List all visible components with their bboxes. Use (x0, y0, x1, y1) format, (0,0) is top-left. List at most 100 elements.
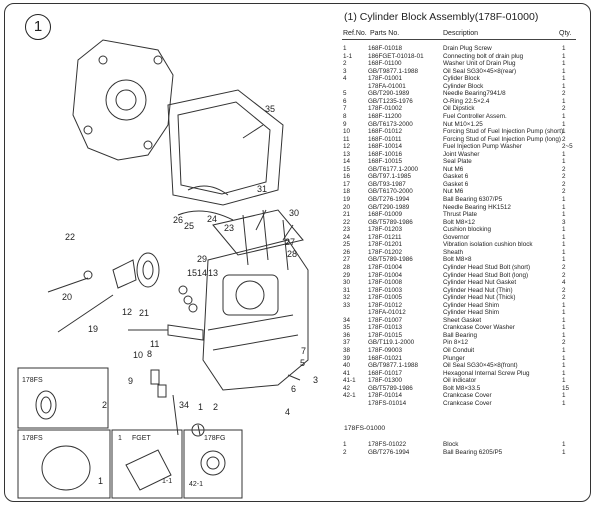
cell-part-no: 168F-01100 (368, 60, 402, 68)
cell-ref-no: 35 (343, 324, 351, 332)
cell-ref-no: 15 (343, 165, 351, 173)
cell-part-no: 168F-01009 (368, 211, 402, 219)
cell-part-no: 178FS-01014 (368, 399, 407, 407)
crankcase-cover-part (72, 39, 174, 161)
cell-ref-no: 18 (343, 188, 351, 196)
callout-13: 13 (208, 268, 218, 278)
cell-ref-no: 23 (343, 226, 351, 234)
cell-description: Fuel Injection Pump Washer (443, 143, 522, 151)
cell-description: Ball Bearing 6205/P5 (443, 449, 503, 456)
cell-part-no: 178F-01015 (368, 331, 402, 339)
cell-part-no: 178FS-01022 (368, 441, 407, 448)
cell-description: Connecting bolt of drain plug (443, 52, 524, 60)
cell-description: Nut M6 (443, 165, 464, 173)
cell-ref-no: 20 (343, 203, 351, 211)
inset-fget (111, 429, 183, 499)
cell-ref-no: 6 (343, 97, 347, 105)
cell-ref-no: 41-1 (343, 377, 356, 385)
callout-10: 10 (133, 350, 143, 360)
cell-ref-no: 40 (343, 362, 351, 370)
callout-7: 7 (301, 346, 306, 356)
cell-ref-no: 9 (343, 120, 347, 128)
cell-description: Gasket 6 (443, 180, 469, 188)
cell-part-no: 178F-01201 (368, 241, 402, 249)
cell-ref-no: 38 (343, 347, 351, 354)
cell-description: Needle Bearing7941/8 (443, 90, 506, 98)
cell-ref-no: 13 (343, 150, 351, 158)
cell-qty: 1 (562, 301, 566, 309)
cell-ref-no: 8 (343, 112, 347, 120)
cell-qty: 1 (562, 441, 566, 448)
callout-23: 23 (224, 223, 234, 233)
cell-part-no: GB/T93-1987 (368, 180, 406, 188)
callout-4: 4 (285, 407, 290, 417)
cell-description: Fuel Controller Assem. (443, 112, 507, 120)
cell-ref-no: 22 (343, 218, 351, 226)
callout-31: 31 (257, 184, 267, 194)
cell-part-no: 178FA-01001 (368, 82, 406, 90)
callout-5: 5 (300, 358, 305, 368)
cell-description: Oil Dipstick (443, 105, 475, 113)
cell-ref-no: 16 (343, 173, 351, 181)
callout-29: 29 (197, 254, 207, 264)
cell-ref-no: 1-1 (343, 52, 353, 60)
cell-qty: 1 (562, 45, 566, 52)
cell-description: O-Ring 22.5×2.4 (443, 97, 490, 105)
cell-qty: 1 (562, 75, 566, 83)
callout-9: 9 (128, 376, 133, 386)
cell-qty: 1 (562, 52, 566, 60)
cell-qty: 1 (562, 392, 566, 400)
cell-part-no: 168F-01018 (368, 45, 402, 52)
cell-description: Sheath (443, 248, 463, 256)
cell-part-no: GB/T276-1994 (368, 449, 410, 456)
cell-description: Ball Bearing 6307/P5 (443, 196, 503, 203)
cell-description: Thrust Plate (443, 211, 477, 219)
cell-ref-no: 32 (343, 294, 351, 302)
inset-label-fget: FGET (132, 435, 151, 442)
cell-description: Bolt M8×8 (443, 256, 472, 264)
cell-part-no: GB/T5789-1986 (368, 384, 413, 392)
cell-qty: 2 (562, 271, 566, 279)
cell-part-no: 178F-01013 (368, 324, 402, 332)
cell-qty: 1 (562, 316, 566, 324)
cell-description: Bolt M8×12 (443, 218, 476, 226)
callout-2: 2 (213, 402, 218, 412)
cell-ref-no: 11 (343, 135, 350, 143)
cell-description: Forcing Stud of Fuel Injection Pump (sho… (443, 128, 564, 136)
cell-description: Cushion blocking (443, 226, 491, 234)
cell-part-no: 178F-01300 (368, 377, 402, 385)
cell-ref-no: 37 (343, 339, 351, 347)
cell-part-no: GB/T5789-1986 (368, 256, 413, 264)
cell-part-no: 178F-01003 (368, 286, 402, 294)
cell-part-no: 168F-10016 (368, 150, 402, 158)
cell-description: Ball Bearing (443, 331, 477, 339)
cell-description: Cylinder Head Stud Bolt (long) (443, 271, 529, 279)
inset-label-178fg: 178FG (204, 435, 225, 442)
cell-part-no: GB/T290-1989 (368, 90, 410, 98)
col-header-parts: Parts No. (370, 30, 400, 37)
cell-description: Sheet Gasket (443, 316, 482, 324)
cell-ref-no: 1 (343, 441, 347, 448)
cell-qty: 1 (562, 97, 566, 105)
inset-178fs-cover (17, 429, 111, 499)
